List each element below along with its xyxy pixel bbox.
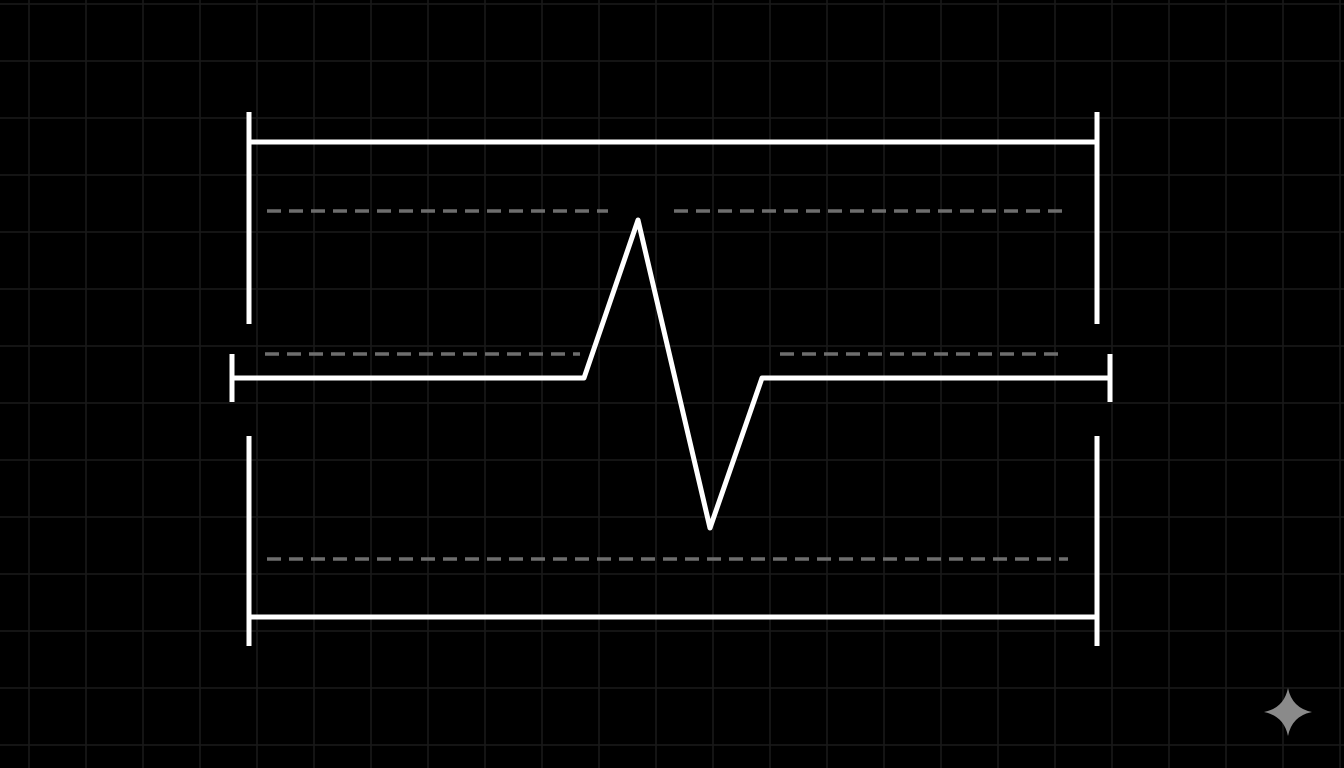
- solid-strokes: [229, 112, 1113, 646]
- sparkle-icon: [1264, 688, 1312, 736]
- signal-waveform: [232, 217, 1110, 531]
- dashed-guides: [265, 209, 1068, 561]
